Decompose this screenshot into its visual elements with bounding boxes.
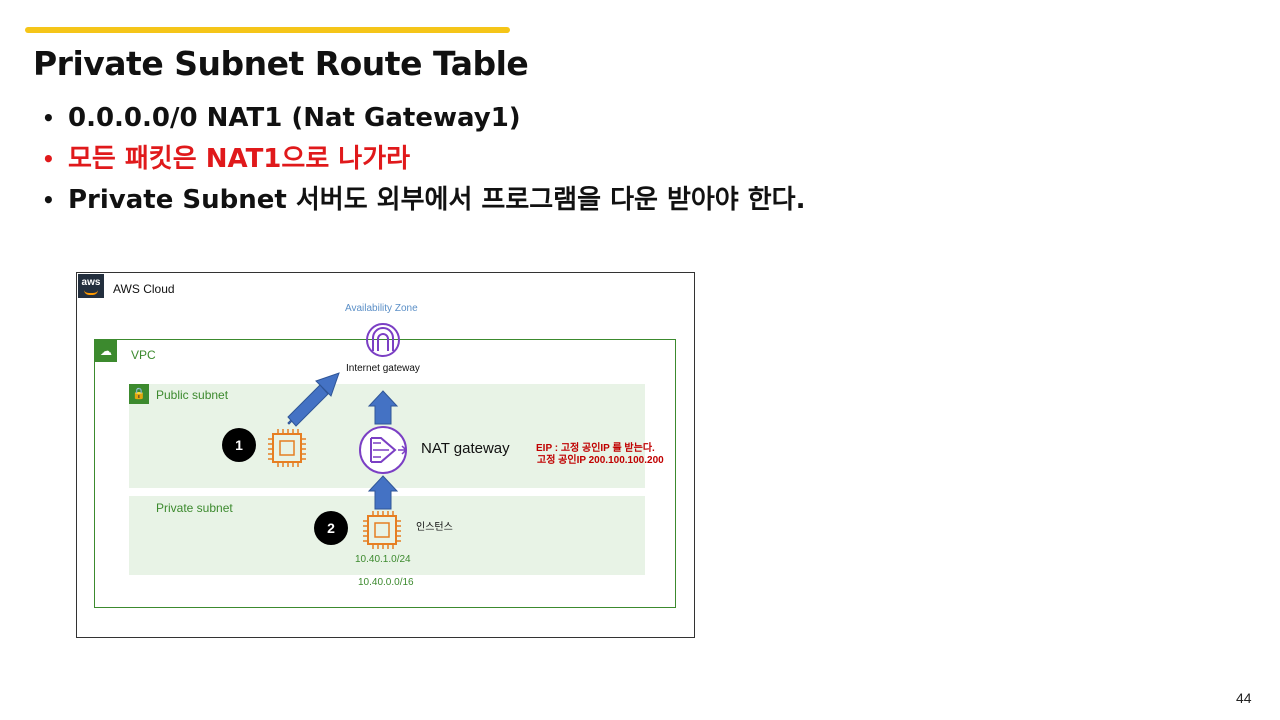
- eip-note-line1: EIP : 고정 공인IP 를 받는다.: [536, 443, 655, 454]
- vpc-label: VPC: [131, 348, 156, 362]
- internet-gateway-icon: [366, 323, 400, 357]
- aws-cloud-label: AWS Cloud: [113, 282, 175, 296]
- ec2-instance-icon: [268, 429, 306, 467]
- vpc-cloud-icon: ☁: [95, 340, 117, 362]
- arrow-diagonal-icon: [287, 372, 340, 427]
- step-badge-1: 1: [222, 428, 256, 462]
- diagram-graphics: [268, 323, 408, 549]
- subnet-cidr-label: 10.40.1.0/24: [355, 554, 411, 565]
- arrow-up-icon: [367, 390, 399, 425]
- bullet-marker: •: [42, 106, 55, 130]
- internet-gateway-label: Internet gateway: [346, 363, 420, 374]
- bullet-text: 모든 패킷은 NAT1으로 나가라: [68, 144, 411, 174]
- vpc-box: ☁ VPC: [94, 339, 676, 608]
- bullet-item-highlight: • 모든 패킷은 NAT1으로 나가라: [42, 141, 805, 182]
- title-accent-bar: [25, 27, 510, 33]
- bullet-item: • 0.0.0.0/0 NAT1 (Nat Gateway1): [42, 100, 805, 141]
- aws-architecture-diagram: aws AWS Cloud Availability Zone ☁ VPC 🔒 …: [76, 272, 695, 638]
- nat-gateway-label: NAT gateway: [421, 440, 510, 457]
- bullet-list: • 0.0.0.0/0 NAT1 (Nat Gateway1) • 모든 패킷은 N…: [42, 100, 805, 223]
- page-number: 44: [1236, 690, 1252, 706]
- nat-gateway-icon: [359, 426, 408, 474]
- vpc-cidr-label: 10.40.0.0/16: [358, 577, 414, 588]
- public-subnet-label: Public subnet: [156, 388, 229, 402]
- private-subnet-label: Private subnet: [156, 501, 233, 515]
- bullet-item: • Private Subnet 서버도 외부에서 프로그램을 다운 받아야 한다…: [42, 182, 805, 223]
- bullet-text: Private Subnet 서버도 외부에서 프로그램을 다운 받아야 한다.: [68, 185, 806, 215]
- step-badge-2: 2: [314, 511, 348, 545]
- arrow-up-icon: [367, 475, 399, 510]
- bullet-marker: •: [42, 188, 55, 212]
- bullet-text: 0.0.0.0/0 NAT1 (Nat Gateway1): [68, 103, 521, 133]
- ec2-instance-icon: [363, 511, 401, 549]
- instance-label: 인스턴스: [416, 522, 453, 533]
- slide-title: Private Subnet Route Table: [33, 44, 529, 83]
- aws-logo-icon: aws: [78, 274, 104, 298]
- availability-zone-label: Availability Zone: [345, 303, 418, 314]
- lock-icon: 🔒: [129, 384, 149, 404]
- bullet-marker: •: [42, 147, 55, 171]
- eip-note-line2: 고정 공인IP 200.100.100.200: [537, 455, 664, 466]
